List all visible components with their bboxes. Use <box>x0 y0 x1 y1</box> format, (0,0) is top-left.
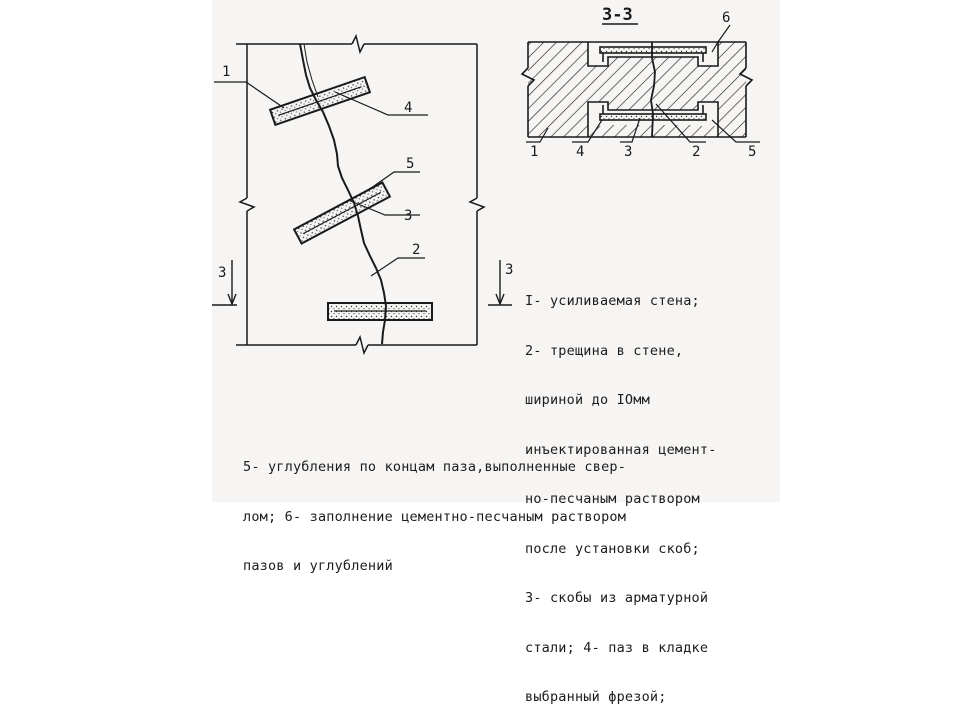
callout-elev-1: 1 <box>222 64 230 80</box>
leaders-section <box>526 24 760 143</box>
callout-elev-5: 5 <box>406 156 414 172</box>
leaders-elevation <box>214 81 428 277</box>
legend-line: 5- углубления по концам паза,выполненные… <box>243 459 627 475</box>
callout-sec-1: 1 <box>530 144 538 160</box>
bracket-lower <box>327 302 433 321</box>
wall-elevation <box>236 33 486 356</box>
wall-outline <box>236 33 486 356</box>
legend-line: выбранный фрезой; <box>525 689 667 705</box>
callout-elev-3: 3 <box>404 208 412 224</box>
legend-line: I- усиливаемая стена; <box>525 293 700 309</box>
legend-line: шириной до IOмм <box>525 392 650 408</box>
section-title: 3-3 <box>602 5 633 25</box>
structural-drawing: 3-3 3 3 1 4 5 3 2 6 1 4 3 2 5 <box>212 5 760 356</box>
callout-sec-3: 3 <box>624 144 632 160</box>
section-mark-left <box>212 260 237 306</box>
bracket-middle <box>292 181 392 245</box>
callout-sec-2: 2 <box>692 144 700 160</box>
legend-line: 3- скобы из арматурной <box>525 590 709 606</box>
bracket-upper <box>268 75 372 127</box>
callout-sec-5: 5 <box>748 144 756 160</box>
callout-sec-6: 6 <box>722 10 730 26</box>
section-mark-left-label: 3 <box>218 265 226 281</box>
legend-line: пазов и углублений <box>243 558 393 574</box>
callout-elev-4: 4 <box>404 100 412 116</box>
legend-bottom: 5- углубления по концам паза,выполненные… <box>243 426 626 591</box>
wall-section <box>520 41 754 138</box>
brackets-elevation <box>268 75 433 321</box>
callout-elev-2: 2 <box>412 242 420 258</box>
section-mark-right-label: 3 <box>505 262 513 278</box>
legend-line: инъектированная цемент- <box>525 441 717 458</box>
legend-line: 2- трещина в стене, <box>525 342 684 359</box>
callout-sec-4: 4 <box>576 144 584 160</box>
section-mark-right <box>488 260 512 306</box>
legend-line: лом; 6- заполнение цементно-песчаным рас… <box>243 508 627 525</box>
legend-line: стали; 4- паз в кладке <box>525 639 709 656</box>
